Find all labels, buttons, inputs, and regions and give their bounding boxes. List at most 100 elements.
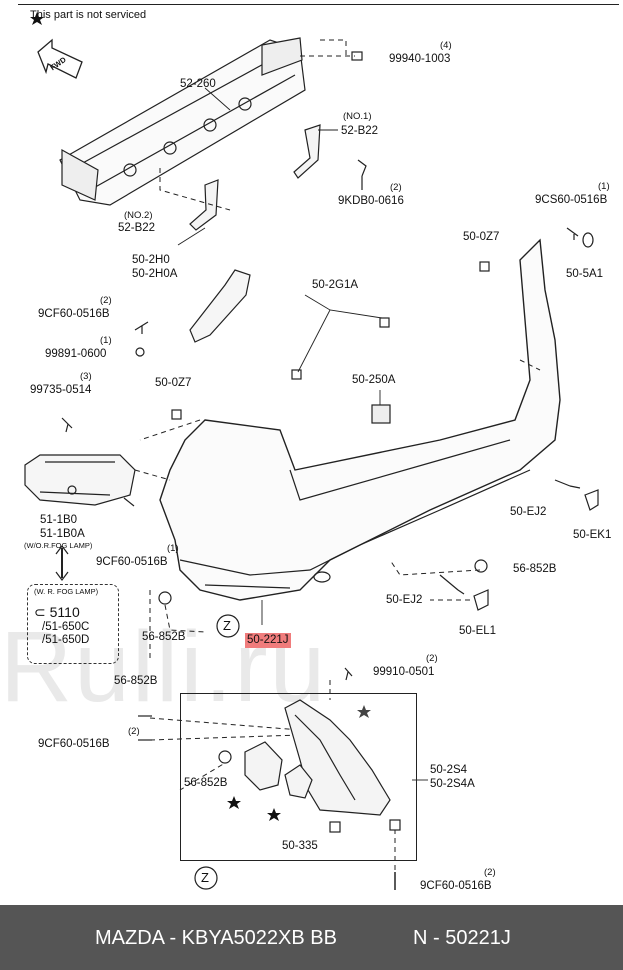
screw-9cf60-left bbox=[123, 497, 135, 507]
label-9cf60-0516b-bottom[interactable]: 9CF60-0516B bbox=[420, 880, 492, 892]
label-5110[interactable]: ⊂ 5110 bbox=[34, 604, 80, 620]
label-50-2s4[interactable]: 50-2S4 bbox=[430, 764, 468, 776]
screw-99910 bbox=[344, 667, 353, 681]
fwd-arrow-icon bbox=[37, 38, 83, 79]
qty-99940: (4) bbox=[440, 40, 452, 51]
qty-9kdb0: (2) bbox=[390, 182, 402, 193]
clip-505a1 bbox=[582, 232, 594, 248]
mud-guard-502s4 bbox=[138, 667, 401, 890]
footer-bar: MAZDA - KBYA5022XB BB N - 50221J bbox=[0, 905, 623, 970]
label-50-0z7-right[interactable]: 50-0Z7 bbox=[463, 231, 500, 243]
not-serviced-note: This part is not serviced bbox=[30, 9, 147, 21]
bracket-no1 bbox=[293, 124, 321, 179]
label-56-852b-box[interactable]: 56-852B bbox=[184, 777, 228, 789]
footer-number: N - 50221J bbox=[413, 927, 511, 949]
label-56-852b-outer[interactable]: 56-852B bbox=[114, 675, 158, 687]
fog-lamp-box bbox=[27, 584, 119, 664]
label-50-ej2-upper[interactable]: 50-EJ2 bbox=[510, 506, 547, 518]
qty-99891: (1) bbox=[100, 335, 112, 346]
clip-502g1a-b bbox=[291, 369, 302, 380]
label-w-fog-lamp: (W. R. FOG LAMP) bbox=[34, 587, 99, 596]
label-50-ej2-lower[interactable]: 50-EJ2 bbox=[386, 594, 423, 606]
label-99940-1003[interactable]: 99940-1003 bbox=[389, 53, 451, 65]
view-z-label: Z bbox=[223, 618, 231, 633]
screw-9cf60-upper bbox=[134, 321, 149, 334]
screw-9cs60 bbox=[566, 227, 579, 240]
star-icon-2 bbox=[227, 796, 241, 809]
view-z-marker-2 bbox=[194, 866, 218, 890]
label-no1: (NO.1) bbox=[343, 111, 372, 122]
screw-50ej2-upper bbox=[554, 479, 581, 489]
clip-500z7-right bbox=[479, 261, 490, 272]
label-52-260[interactable]: 52-260 bbox=[180, 78, 216, 90]
detail-box bbox=[180, 693, 417, 861]
label-52-b22-no2[interactable]: 52-B22 bbox=[118, 222, 156, 234]
star-icon-note bbox=[30, 12, 44, 25]
label-9cf60-0516b-left[interactable]: 9CF60-0516B bbox=[96, 556, 168, 568]
label-no2: (NO.2) bbox=[124, 210, 153, 221]
label-51-1b0a[interactable]: 51-1B0A bbox=[40, 528, 85, 540]
label-50-2h0[interactable]: 50-2H0 bbox=[132, 254, 170, 266]
qty-9cf60-upper: (2) bbox=[100, 295, 112, 306]
label-99891-0600[interactable]: 99891-0600 bbox=[45, 348, 107, 360]
label-50-5a1[interactable]: 50-5A1 bbox=[566, 268, 604, 280]
cap-50ek1 bbox=[584, 489, 599, 511]
label-99735-0514[interactable]: 99735-0514 bbox=[30, 384, 92, 396]
qty-9cf60-bottom: (2) bbox=[484, 867, 496, 878]
qty-99735: (3) bbox=[80, 371, 92, 382]
label-50-el1[interactable]: 50-EL1 bbox=[459, 625, 497, 637]
label-51-1b0[interactable]: 51-1B0 bbox=[40, 514, 78, 526]
fog-lamp-assembly bbox=[24, 454, 136, 506]
label-50-221j[interactable]: 50-221J bbox=[245, 633, 291, 649]
cap-50el1 bbox=[473, 589, 489, 611]
screw-99735 bbox=[61, 417, 73, 433]
star-icon-3 bbox=[267, 808, 281, 821]
qty-9cs60: (1) bbox=[598, 181, 610, 192]
label-5110-text: 5110 bbox=[49, 604, 80, 620]
diagram-drawing bbox=[24, 12, 599, 890]
footer-part: MAZDA - KBYA5022XB BB bbox=[95, 927, 337, 949]
duct-56852b-part bbox=[244, 741, 283, 791]
qty-99910: (2) bbox=[426, 653, 438, 664]
clip-502g1a-a bbox=[379, 317, 390, 328]
part-50250a bbox=[371, 404, 391, 424]
clip-500z7-left bbox=[171, 409, 182, 420]
label-99910-0501[interactable]: 99910-0501 bbox=[373, 666, 435, 678]
bracket-no2 bbox=[189, 179, 219, 231]
qty-9cf60-outer: (2) bbox=[128, 726, 140, 737]
parts-diagram: Rulli.ru bbox=[0, 4, 619, 892]
clip-56852b-right bbox=[474, 559, 488, 573]
qty-9cf60-left: (1) bbox=[167, 543, 179, 554]
label-wo-fog-lamp: (W/O.R.FOG LAMP) bbox=[24, 541, 93, 550]
label-50-2s4a[interactable]: 50-2S4A bbox=[430, 778, 475, 790]
label-56-852b-left[interactable]: 56-852B bbox=[142, 631, 186, 643]
label-52-b22-no1[interactable]: 52-B22 bbox=[341, 125, 379, 137]
label-9cs60-0516b[interactable]: 9CS60-0516B bbox=[535, 194, 608, 206]
bolt-9kdb0 bbox=[357, 159, 367, 190]
top-border-line bbox=[18, 4, 619, 5]
label-9kdb0-0616[interactable]: 9KDB0-0616 bbox=[338, 195, 404, 207]
watermark: Rulli.ru bbox=[0, 611, 328, 723]
rear-bumper-cover bbox=[159, 238, 561, 601]
clip-56852b-left bbox=[158, 591, 172, 605]
label-51-650d[interactable]: /51-650D bbox=[42, 634, 90, 646]
label-50-2g1a[interactable]: 50-2G1A bbox=[312, 279, 359, 291]
label-50-335[interactable]: 50-335 bbox=[282, 840, 318, 852]
clip-56852b-box bbox=[218, 750, 232, 764]
bumper-reinforcement-beam bbox=[59, 37, 306, 206]
fog-lamp-icon: ⊂ bbox=[34, 604, 46, 620]
label-50-ek1[interactable]: 50-EK1 bbox=[573, 529, 612, 541]
label-9cf60-0516b-outer[interactable]: 9CF60-0516B bbox=[38, 738, 110, 750]
side-bracket-502h0 bbox=[189, 269, 251, 343]
label-56-852b-right[interactable]: 56-852B bbox=[513, 563, 557, 575]
label-50-0z7-left[interactable]: 50-0Z7 bbox=[155, 377, 192, 389]
label-51-650c[interactable]: /51-650C bbox=[42, 621, 90, 633]
label-50-2h0a[interactable]: 50-2H0A bbox=[132, 268, 178, 280]
fastener-99940 bbox=[351, 51, 363, 61]
view-z-marker bbox=[216, 614, 240, 638]
nut-99891 bbox=[135, 347, 145, 357]
label-9cf60-0516b-upper[interactable]: 9CF60-0516B bbox=[38, 308, 110, 320]
label-50-250a[interactable]: 50-250A bbox=[352, 374, 396, 386]
screw-50ej2-lower bbox=[439, 574, 465, 595]
star-icon-1 bbox=[357, 705, 371, 718]
